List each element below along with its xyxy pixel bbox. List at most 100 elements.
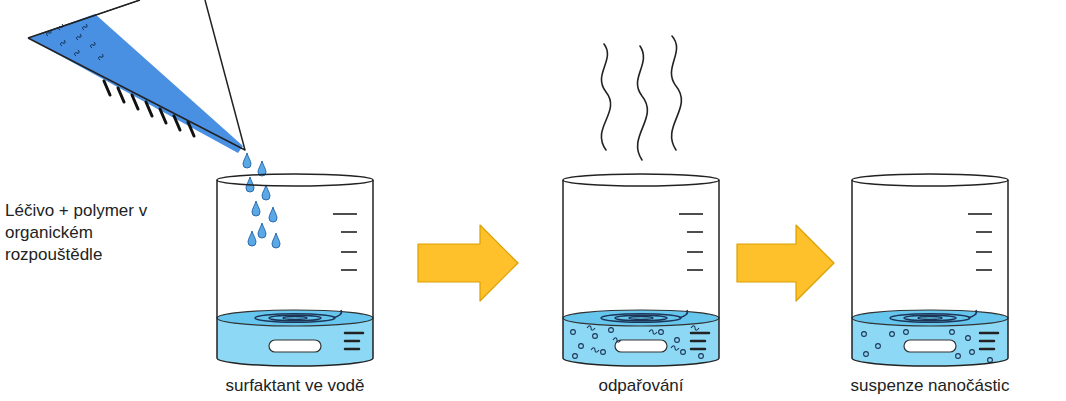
drop: [248, 231, 256, 246]
beaker-drawing: [205, 168, 385, 368]
vortex-ring: [615, 315, 667, 321]
particles: [862, 330, 993, 363]
vessel-inner-edge: [40, 0, 140, 34]
stir-vortex: [890, 310, 977, 322]
particle: [699, 354, 704, 359]
process-arrow: [737, 225, 834, 301]
squiggle: [98, 54, 103, 60]
beaker-caption: surfaktant ve vodě: [205, 375, 385, 397]
mark: [118, 88, 124, 102]
graduation-mark: [333, 213, 357, 215]
vapour-wisp: [637, 46, 647, 160]
vortex-ring: [601, 314, 681, 322]
particle: [988, 358, 993, 363]
squiggle: [587, 326, 595, 331]
graduation-mark: [976, 269, 992, 271]
squiggle: [60, 40, 65, 46]
vortex-ring: [904, 315, 956, 321]
squiggle: [76, 34, 81, 40]
particle: [573, 354, 578, 359]
drop: [272, 233, 280, 248]
graduation: [679, 214, 703, 270]
graduation-mark: [687, 269, 703, 271]
beaker-rim: [852, 174, 1008, 186]
vortex-ring: [255, 314, 335, 322]
beaker-caption: suspenze nanočástic: [840, 375, 1020, 397]
mark: [132, 95, 138, 109]
vortex-ring: [890, 314, 970, 322]
vessel-label: Léčivo + polymer v organickém rozpouštěd…: [5, 200, 170, 266]
squiggle: [613, 338, 621, 343]
mark: [980, 340, 994, 343]
stir-vortex: [255, 310, 342, 322]
vessel-outline: [28, 0, 245, 150]
squiggle: [82, 24, 87, 30]
particle: [862, 332, 867, 337]
stir-bar: [615, 340, 667, 352]
mark: [691, 332, 709, 335]
vortex-ring: [918, 317, 942, 320]
vortex-tail: [679, 310, 688, 318]
mark: [345, 340, 359, 343]
beaker-outline: [563, 180, 719, 366]
drop: [262, 185, 270, 200]
beaker-rim: [217, 174, 373, 186]
mark: [980, 348, 994, 351]
beaker-outline: [852, 180, 1008, 366]
stir-bar: [904, 340, 956, 352]
drops: [243, 153, 280, 248]
drop: [269, 207, 277, 222]
mark: [174, 116, 180, 130]
particle: [956, 354, 961, 359]
squiggle: [671, 346, 679, 351]
beaker: odpařování: [551, 168, 731, 398]
stir-bar: [269, 340, 321, 352]
vortex-ring: [269, 315, 321, 321]
particle: [876, 344, 881, 349]
particle: [571, 330, 576, 335]
liquid-marks: [691, 333, 709, 349]
graduation-mark: [341, 231, 357, 233]
beaker-drawing: [840, 168, 1020, 368]
squiggle: [591, 348, 599, 353]
drop: [258, 223, 266, 238]
mark: [160, 109, 166, 123]
mark: [345, 348, 359, 351]
vortex-ring: [283, 317, 307, 320]
liquid-surface: [563, 310, 719, 326]
particle: [970, 350, 975, 355]
vapour-wisps: [601, 36, 681, 160]
particle: [904, 330, 909, 335]
process-arrow: [418, 225, 518, 301]
particle: [659, 330, 664, 335]
drop: [243, 153, 251, 168]
mark: [691, 348, 705, 351]
liquid-marks: [980, 333, 998, 349]
particle: [593, 334, 598, 339]
particles: [571, 326, 704, 359]
liquid-surface: [852, 310, 1008, 326]
mark: [104, 81, 110, 95]
particle: [950, 330, 955, 335]
particle: [609, 328, 614, 333]
beaker: suspenze nanočástic: [840, 168, 1020, 398]
vessel-drawing: [0, 0, 250, 200]
graduation: [333, 214, 357, 270]
vortex-tail: [333, 310, 342, 318]
mark: [188, 122, 194, 136]
squiggle: [691, 326, 699, 331]
mark: [980, 332, 998, 335]
stir-vortex: [601, 310, 688, 322]
graduation-mark: [341, 269, 357, 271]
squiggle: [90, 42, 95, 48]
vapour-wisp: [601, 44, 610, 150]
particle: [681, 350, 686, 355]
drop: [252, 201, 260, 216]
beaker: surfaktant ve vodě: [205, 168, 385, 398]
particle: [601, 350, 606, 355]
graduation-mark: [679, 213, 703, 215]
graduation-mark: [687, 231, 703, 233]
graduation-mark: [968, 213, 992, 215]
pouring-vessel: Léčivo + polymer v organickém rozpouštěd…: [0, 0, 250, 272]
